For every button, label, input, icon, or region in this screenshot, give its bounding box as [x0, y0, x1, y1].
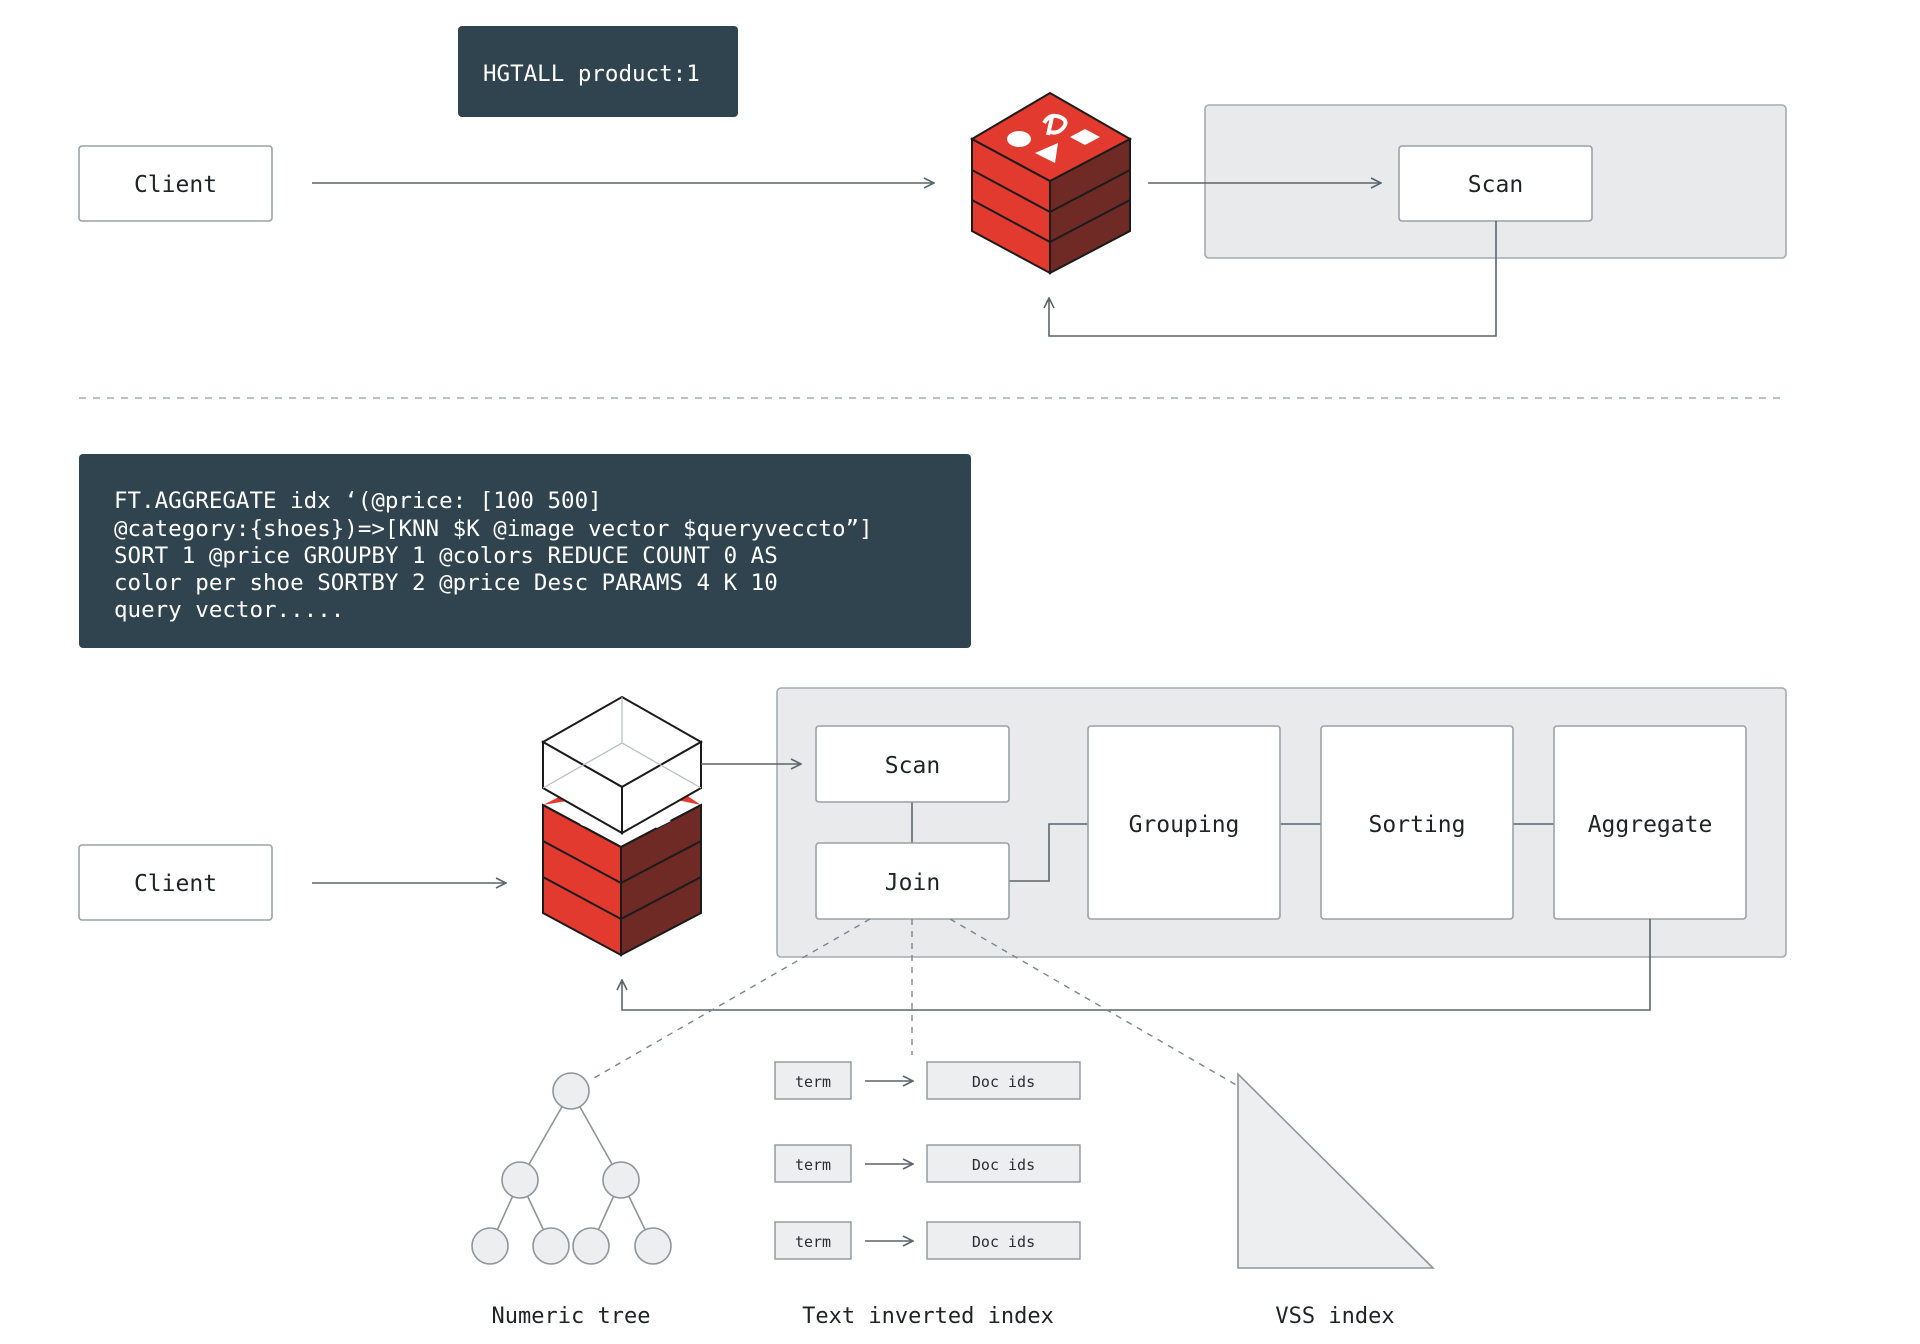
top-scan-label: Scan — [1468, 172, 1523, 198]
join-box: Join — [815, 842, 1010, 920]
bottom-command-line-4: color per shoe SORTBY 2 @price Desc PARA… — [114, 570, 778, 596]
bottom-scan-box: Scan — [815, 725, 1010, 803]
doc-ids-label: Doc ids — [972, 1156, 1035, 1174]
top-return-arrow — [1049, 221, 1497, 337]
doc-ids-label: Doc ids — [972, 1073, 1035, 1091]
grouping-label: Grouping — [1129, 812, 1240, 838]
bottom-command-line-5: query vector..... — [114, 597, 344, 623]
bottom-client-label: Client — [134, 871, 217, 897]
top-redis-logo-cube-icon — [969, 91, 1133, 275]
term-label: term — [795, 1073, 831, 1091]
index-row: term Doc ids — [774, 1144, 1081, 1183]
vss-index-caption: VSS index — [1275, 1304, 1394, 1329]
bottom-command-line-1: FT.AGGREGATE idx ‘(@price: [100 500] — [114, 488, 602, 514]
text-inverted-index: term Doc ids term Doc ids term Doc ids — [774, 1061, 1081, 1260]
top-scan-box: Scan — [1398, 145, 1593, 222]
index-row: term Doc ids — [774, 1221, 1081, 1260]
aggregate-label: Aggregate — [1588, 812, 1713, 838]
bottom-section: FT.AGGREGATE idx ‘(@price: [100 500] @ca… — [78, 454, 1787, 1329]
sorting-label: Sorting — [1369, 812, 1466, 838]
bottom-command-box: FT.AGGREGATE idx ‘(@price: [100 500] @ca… — [79, 454, 971, 648]
bottom-return-arrow — [622, 919, 1651, 1011]
join-to-grouping-connector — [1009, 823, 1088, 882]
term-label: term — [795, 1156, 831, 1174]
index-row: term Doc ids — [774, 1061, 1081, 1100]
join-to-vss-index-dashed-line — [949, 918, 1239, 1087]
top-client-label: Client — [134, 172, 217, 198]
top-section: HGTALL product:1 Client — [78, 26, 1787, 337]
join-to-numeric-tree-dashed-line — [593, 918, 871, 1079]
bottom-redis-cube — [540, 695, 704, 957]
term-label: term — [795, 1233, 831, 1251]
bottom-command-line-2: @category:{shoes})=>[KNN $K @image vecto… — [114, 516, 873, 542]
doc-ids-label: Doc ids — [972, 1233, 1035, 1251]
top-command-text: HGTALL product:1 — [483, 61, 700, 87]
text-index-caption: Text inverted index — [802, 1304, 1054, 1329]
vss-index-triangle-icon — [1237, 1072, 1435, 1269]
bottom-client-box: Client — [78, 844, 273, 921]
join-label: Join — [885, 870, 940, 896]
grouping-box: Grouping — [1087, 725, 1281, 920]
numeric-tree-caption: Numeric tree — [492, 1304, 651, 1329]
wireframe-cube-icon — [540, 695, 704, 835]
sorting-box: Sorting — [1320, 725, 1514, 920]
bottom-scan-label: Scan — [885, 753, 940, 779]
top-command-box: HGTALL product:1 — [458, 26, 738, 117]
top-client-box: Client — [78, 145, 273, 222]
aggregate-box: Aggregate — [1553, 725, 1747, 920]
bottom-command-line-3: SORT 1 @price GROUPBY 1 @colors REDUCE C… — [114, 543, 778, 569]
bottom-processing-panel — [776, 687, 1787, 958]
numeric-tree-icon — [471, 1072, 672, 1265]
